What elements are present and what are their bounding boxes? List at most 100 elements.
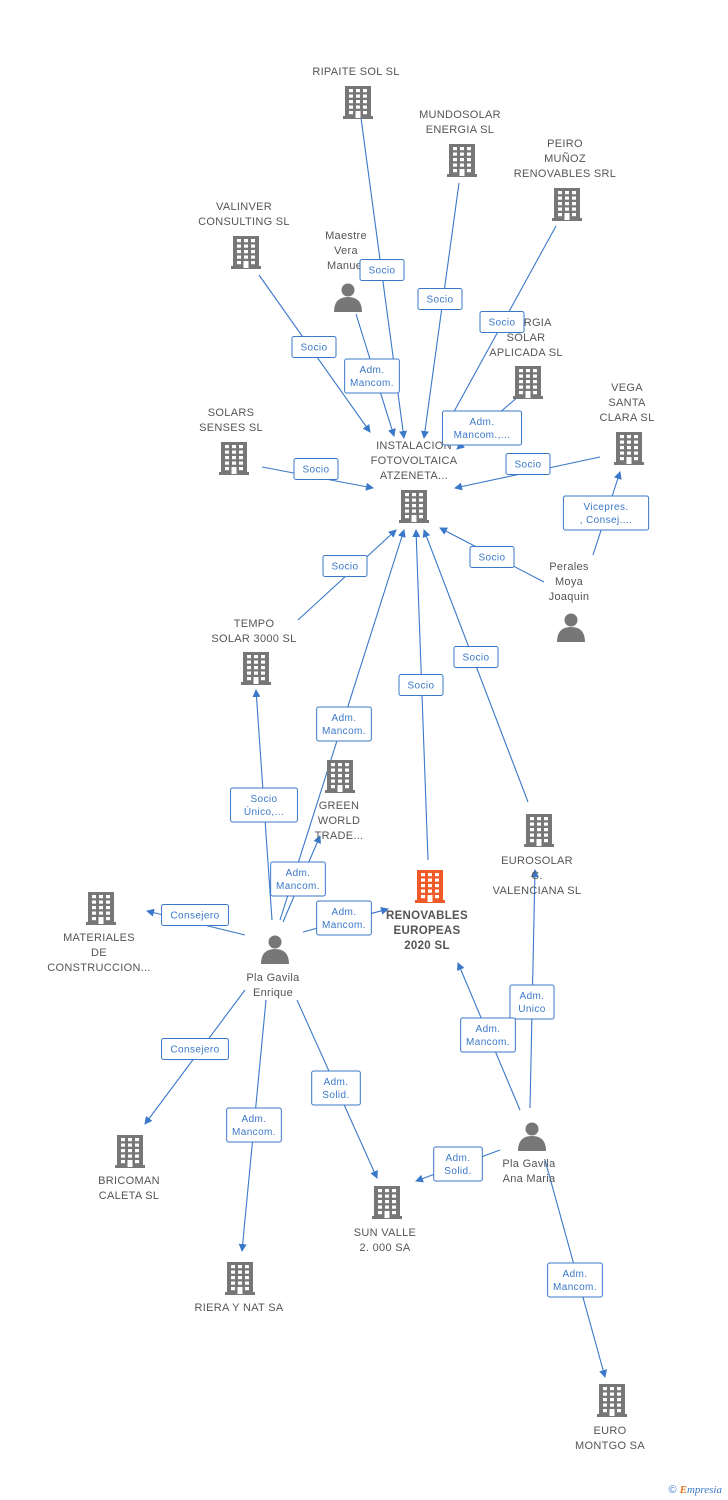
edge-label-text: Socio [478, 553, 505, 564]
edge-label-perales-to-vega[interactable]: Vicepres. , Consej.... [562, 495, 650, 531]
edge-label-tempo-to-instalacion[interactable]: Socio [322, 555, 368, 577]
edge-label-text: Adm. [476, 1024, 501, 1035]
edge-label-text: Mancom. [276, 881, 320, 892]
edge-label-text: Socio [462, 653, 489, 664]
node-label: INSTALACION [376, 440, 452, 452]
building-icon [86, 892, 116, 925]
edge-label-renovables-to-instalacion[interactable]: Socio [398, 674, 444, 696]
edge-label-enrique-to-renovables[interactable]: Adm.Mancom. [316, 900, 372, 936]
edge-label-energia-to-instalacion[interactable]: Adm.Mancom.,... [441, 410, 523, 446]
edge-label-text: Adm. [332, 907, 357, 918]
edge-label-vega-to-instalacion[interactable]: Socio [505, 453, 551, 475]
node-ripaite[interactable]: RIPAITE SOL SL [312, 66, 399, 119]
node-label: SOLAR 3000 SL [211, 633, 296, 645]
edge-label-solars-to-instalacion[interactable]: Socio [293, 458, 339, 480]
edge-label-text: , Consej.... [580, 515, 633, 526]
building-icon [241, 652, 271, 685]
brand-initial: E [679, 1484, 687, 1496]
node-label: MONTGO SA [575, 1440, 645, 1452]
edge-label-text: Mancom. [553, 1282, 597, 1293]
edge-label-text: Adm. [286, 868, 311, 879]
edge-label-enrique-to-tempo[interactable]: SocioÚnico,... [230, 787, 298, 823]
node-label: SUN VALLE [354, 1227, 416, 1239]
edge-label-text: Mancom.,... [454, 430, 511, 441]
node-riera[interactable]: RIERA Y NAT SA [195, 1262, 284, 1314]
edge-label-text: Mancom. [322, 726, 366, 737]
node-euromontgo[interactable]: EURO MONTGO SA [575, 1384, 645, 1452]
edge-label-text: Socio [426, 295, 453, 306]
edge-label-enrique-to-green[interactable]: Adm. Mancom. [270, 861, 326, 897]
person-icon [557, 613, 585, 642]
person-icon [261, 935, 289, 964]
node-label: Enrique [253, 987, 293, 999]
edge-mundosolar-to-instalacion [420, 182, 460, 439]
node-label: Pla Gavila [246, 972, 300, 984]
node-label: SANTA [608, 397, 646, 409]
node-label: EURO [594, 1425, 627, 1437]
node-label: Maestre [325, 230, 367, 242]
edge-label-text: Adm. [360, 365, 385, 376]
node-instalacion[interactable]: INSTALACIONFOTOVOLTAICAATZENETA... [371, 440, 458, 523]
edge-label-text: Adm. [563, 1269, 588, 1280]
node-label: Manuel [327, 260, 365, 272]
edge-label-text: Socio [368, 266, 395, 277]
building-icon [513, 366, 543, 399]
edge-label-anamaria-to-eurosolar[interactable]: Adm.Unico [509, 984, 555, 1020]
building-icon [524, 814, 554, 847]
edge-label-anamaria-to-renovables[interactable]: Adm.Mancom. [460, 1017, 516, 1053]
edge-label-anamaria-to-sunvalle[interactable]: Adm.Solid. [433, 1146, 483, 1182]
edge-label-peiro-to-instalacion[interactable]: Socio [479, 311, 525, 333]
edge-label-maestre-to-instalacion[interactable]: Adm.Mancom. [344, 358, 400, 394]
edge-label-text: Solid. [322, 1090, 349, 1101]
edge-label-text: Mancom. [232, 1127, 276, 1138]
node-label: CALETA SL [99, 1190, 160, 1202]
node-label: Moya [555, 576, 584, 588]
edge-label-enrique-to-sunvalle[interactable]: Adm. Solid. [311, 1070, 361, 1106]
building-icon [372, 1186, 402, 1219]
node-green[interactable]: GREENWORLDTRADE... [315, 760, 364, 842]
edge-label-enrique-to-instalacion[interactable]: Adm. Mancom. [316, 706, 372, 742]
edge-label-enrique-to-bricoman[interactable]: Consejero [161, 1038, 229, 1060]
edge-label-enrique-to-materiales[interactable]: Consejero [161, 904, 229, 926]
edge-labels-layer: SocioSocioSocioSocioAdm.Mancom.Adm.Manco… [161, 259, 650, 1298]
building-icon [415, 870, 445, 903]
footer-brand[interactable]: ©Empresia [669, 1484, 723, 1496]
node-label: Pla Gavila [502, 1158, 556, 1170]
edge-label-text: Vicepres. [583, 502, 628, 513]
edge-label-text: Socio [514, 460, 541, 471]
node-label: VALINVER [216, 201, 272, 213]
building-icon [614, 432, 644, 465]
node-label: EUROSOLAR [501, 855, 573, 867]
edge-label-anamaria-to-euromontgo[interactable]: Adm. Mancom. [547, 1262, 603, 1298]
edge-label-text: Adm. [324, 1077, 349, 1088]
edge-label-ripaite-to-instalacion[interactable]: Socio [359, 259, 405, 281]
edge-label-text: Unico [518, 1004, 546, 1015]
building-icon [399, 490, 429, 523]
edge-label-eurosolar-to-instalacion[interactable]: Socio [453, 646, 499, 668]
edge-label-text: Adm. [332, 713, 357, 724]
edge-label-text: Único,... [244, 805, 284, 818]
edge-label-valinver-to-instalacion[interactable]: Socio [291, 336, 337, 358]
node-materiales[interactable]: MATERIALESDECONSTRUCCION... [47, 892, 151, 974]
edge-label-mundosolar-to-instalacion[interactable]: Socio [417, 288, 463, 310]
edge-label-perales-to-instalacion[interactable]: Socio [469, 546, 515, 568]
node-label: RIERA Y NAT SA [195, 1302, 284, 1314]
edge-label-enrique-to-riera[interactable]: Adm.Mancom. [226, 1107, 282, 1143]
edge-label-text: Socio [302, 465, 329, 476]
node-label: GREEN [319, 800, 360, 812]
